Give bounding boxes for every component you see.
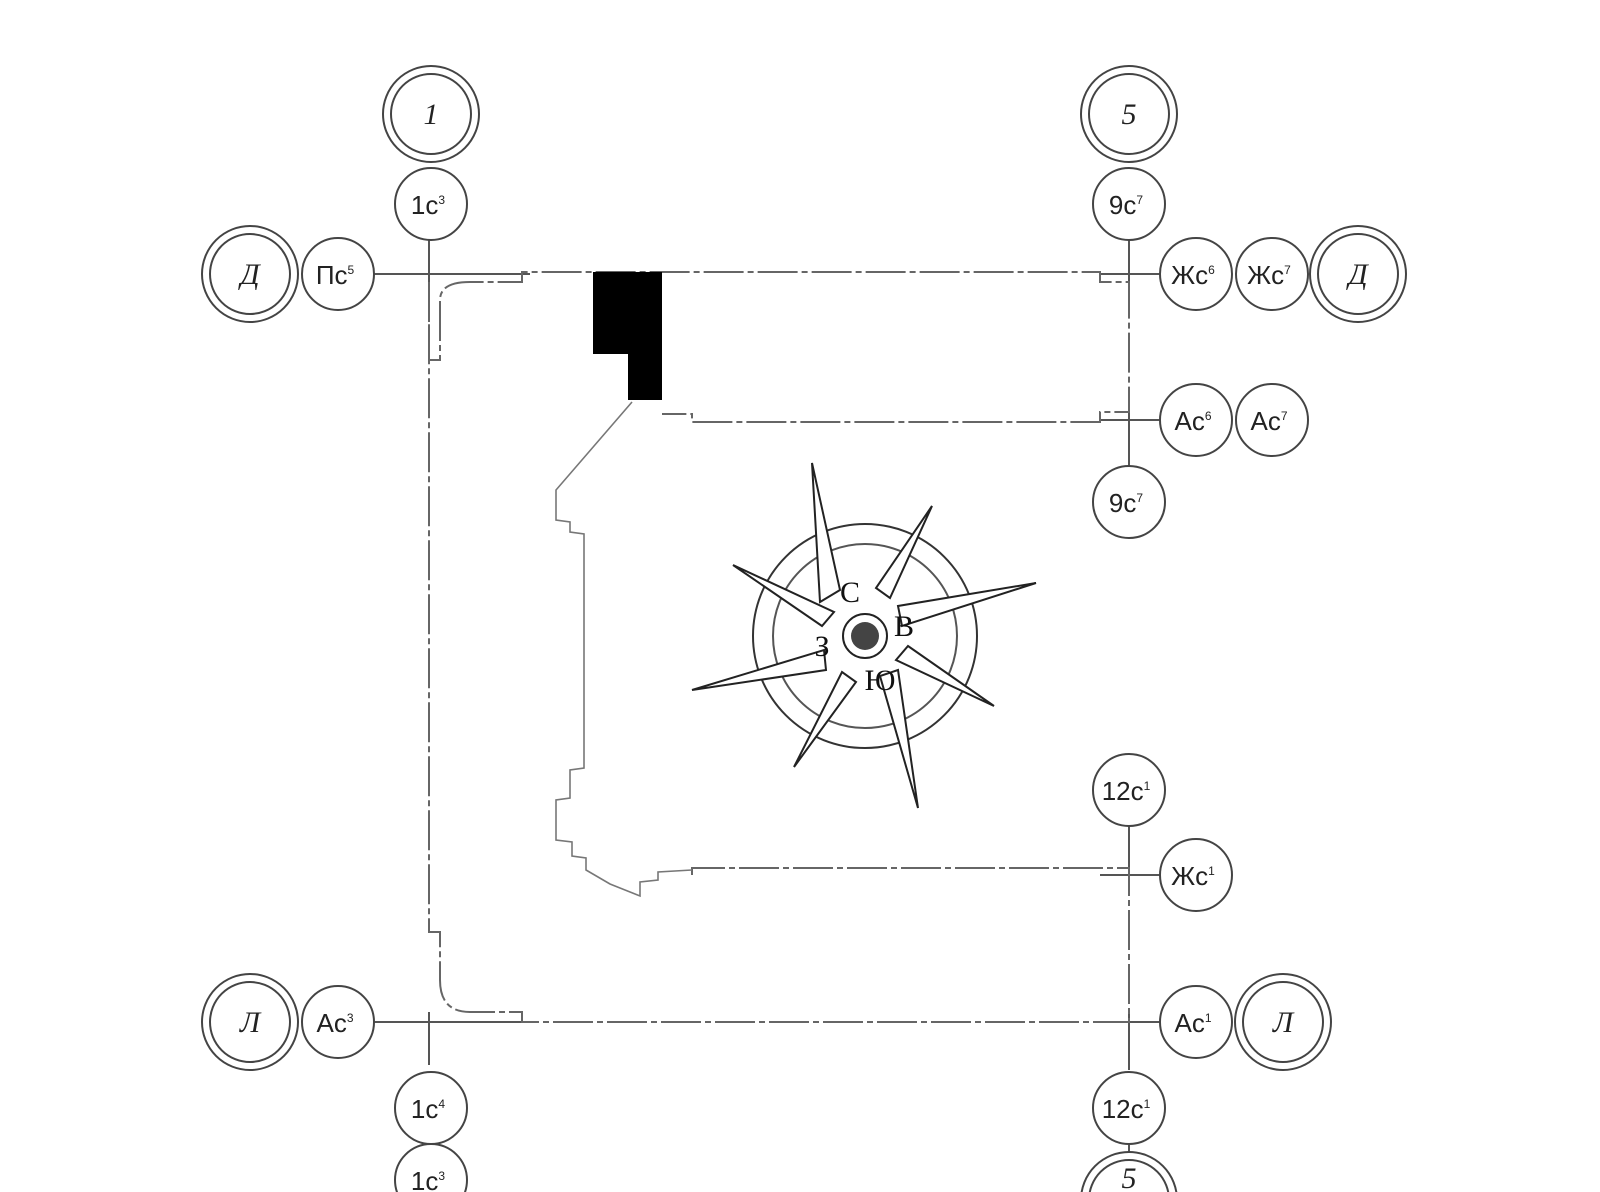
bubble-left-lower: Ас3	[301, 985, 375, 1059]
svg-text:5: 5	[1122, 1162, 1137, 1192]
axis-marker-right-lower: Л	[1234, 973, 1332, 1071]
svg-text:12с1: 12с1	[1102, 1094, 1151, 1124]
svg-text:5: 5	[1122, 98, 1137, 131]
svg-text:Ас7: Ас7	[1250, 406, 1287, 436]
axis-marker-bottom-right: 5	[1080, 1151, 1178, 1192]
svg-text:Л: Л	[239, 1006, 262, 1039]
compass-west: З	[814, 630, 829, 663]
axis-marker-top-right: 5	[1080, 65, 1178, 163]
axis-marker-right-upper: Д	[1309, 225, 1407, 323]
svg-text:1: 1	[424, 98, 439, 131]
svg-text:Ас6: Ас6	[1174, 406, 1211, 436]
axis-marker-left-upper: Д	[201, 225, 299, 323]
bubble-bottom-left-1: 1с4	[394, 1071, 468, 1145]
bubble-bottom-right: 12с1	[1092, 1071, 1166, 1145]
svg-text:Л: Л	[1272, 1006, 1295, 1039]
compass-center-icon	[851, 622, 879, 650]
compass-north: С	[840, 576, 860, 609]
svg-text:1с3: 1с3	[411, 190, 445, 220]
bubble-right-lower: Ас1	[1159, 985, 1233, 1059]
bubble-top-left: 1с3	[394, 167, 468, 241]
compass-east: В	[894, 610, 914, 643]
svg-text:1с3: 1с3	[411, 1166, 445, 1192]
bubble-right-lower-top: 12с1	[1092, 753, 1166, 827]
svg-text:12с1: 12с1	[1102, 776, 1151, 806]
svg-text:Жс7: Жс7	[1247, 260, 1291, 290]
svg-text:Д: Д	[1345, 258, 1369, 291]
svg-text:Ас1: Ас1	[1174, 1008, 1211, 1038]
bubble-right-mid-2: Ас7	[1235, 383, 1309, 457]
axis-marker-left-lower: Л	[201, 973, 299, 1071]
svg-text:Ас3: Ас3	[316, 1008, 353, 1038]
bubble-bottom-left-2: 1с3	[394, 1143, 468, 1192]
svg-text:Жс1: Жс1	[1171, 861, 1215, 891]
svg-text:Жс6: Жс6	[1171, 260, 1215, 290]
bubble-right-mid-below: 9с7	[1092, 465, 1166, 539]
svg-text:9с7: 9с7	[1109, 488, 1143, 518]
building-outline	[428, 271, 1130, 1023]
axis-marker-top-left: 1	[382, 65, 480, 163]
svg-text:Пс5: Пс5	[316, 260, 355, 290]
svg-text:1с4: 1с4	[411, 1094, 445, 1124]
compass-star-icon	[691, 462, 1037, 809]
structural-block	[593, 272, 662, 400]
bubble-top-right: 9с7	[1092, 167, 1166, 241]
bubble-left-upper: Пс5	[301, 237, 375, 311]
bubble-right-upper-2: Жс7	[1235, 237, 1309, 311]
bubble-right-upper-1: Жс6	[1159, 237, 1233, 311]
svg-text:Д: Д	[237, 258, 261, 291]
compass-south: Ю	[865, 664, 896, 697]
compass-rose: С В Ю З	[691, 462, 1037, 809]
bubble-right-mid-1: Ас6	[1159, 383, 1233, 457]
bubble-right-lower-mid: Жс1	[1159, 838, 1233, 912]
svg-text:9с7: 9с7	[1109, 190, 1143, 220]
